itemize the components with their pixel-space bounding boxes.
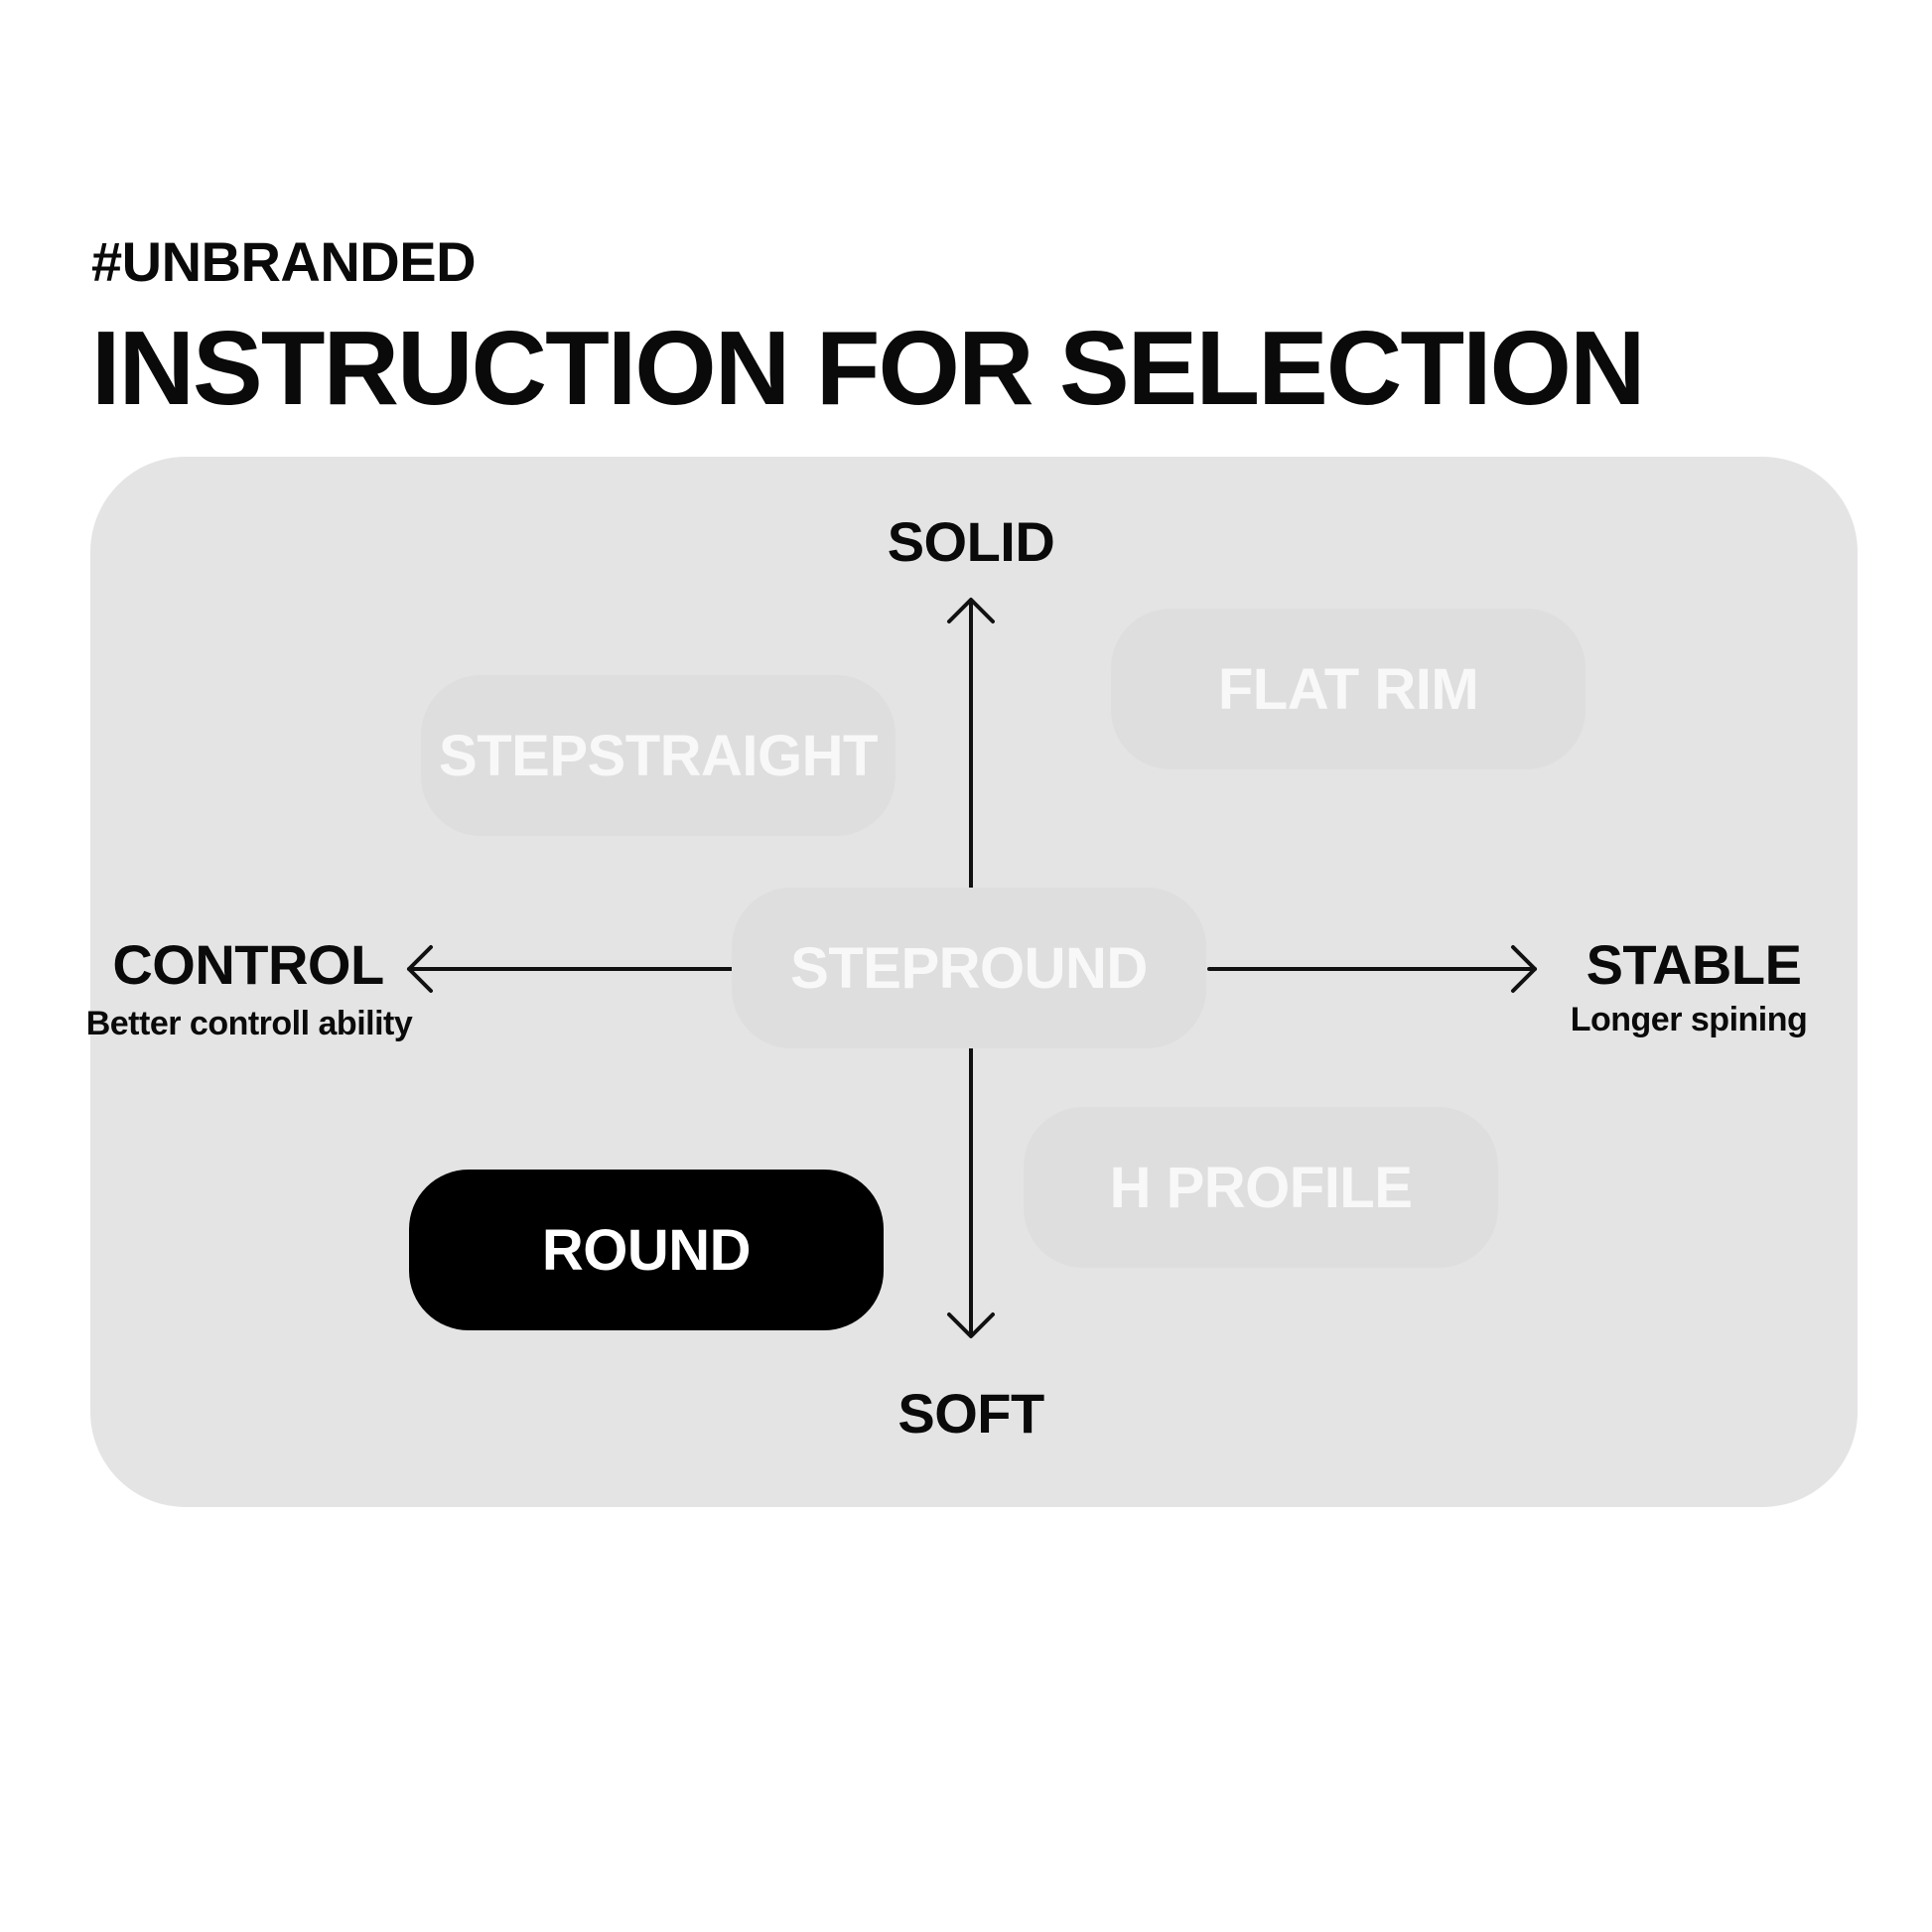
axis-sub-control: Better controll ability: [85, 1005, 413, 1042]
option-round[interactable]: ROUND: [409, 1170, 884, 1330]
option-stepstraight[interactable]: STEPSTRAIGHT: [421, 675, 896, 836]
axis-label-solid: SOLID: [887, 510, 1055, 573]
option-stepround[interactable]: STEPROUND: [732, 888, 1206, 1048]
option-h-profile[interactable]: H PROFILE: [1024, 1107, 1498, 1268]
axis-label-soft: SOFT: [897, 1382, 1044, 1445]
axis-label-stable: STABLE: [1586, 933, 1802, 996]
axis-sub-stable: Longer spining: [1570, 1001, 1808, 1038]
option-flat-rim[interactable]: FLAT RIM: [1111, 609, 1586, 769]
page-title: INSTRUCTION FOR SELECTION: [91, 310, 1646, 427]
brand-tag: #UNBRANDED: [91, 230, 477, 293]
axis-label-control: CONTROL: [112, 933, 384, 996]
